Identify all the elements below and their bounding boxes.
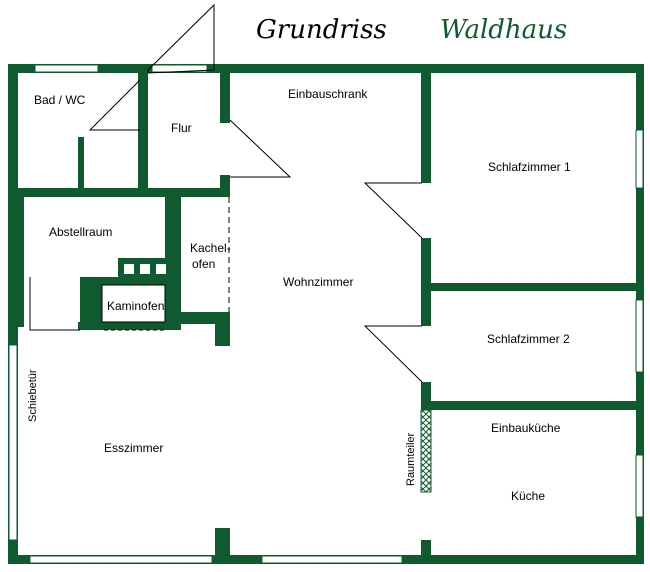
label-abstellraum: Abstellraum — [49, 225, 112, 239]
label-kachelofen-1: Kachel- — [190, 241, 231, 255]
kaminofen-stove — [101, 264, 166, 323]
door-bad-wc — [88, 79, 141, 131]
window-schlafzimmer1 — [635, 129, 644, 189]
label-wohnzimmer: Wohnzimmer — [283, 275, 353, 289]
interior-walls — [18, 73, 636, 564]
window-esszimmer — [29, 555, 213, 564]
door-abstellraum — [29, 277, 80, 331]
windows — [8, 64, 644, 564]
label-einbauschrank: Einbauschrank — [288, 87, 368, 101]
room-divider — [420, 409, 432, 493]
title-waldhaus: Waldhaus — [440, 15, 567, 45]
label-raumteiler: Raumteiler — [405, 432, 417, 486]
room-labels: Bad / WC Flur Einbauschrank Schlafzimmer… — [27, 87, 571, 503]
door-flur — [229, 119, 292, 178]
window-kueche — [635, 454, 644, 518]
window-bad — [34, 64, 99, 73]
label-bad-wc: Bad / WC — [34, 93, 86, 107]
door-schlafzimmer1 — [363, 182, 423, 239]
label-schlafzimmer1: Schlafzimmer 1 — [488, 160, 571, 174]
label-kachelofen-2: ofen — [192, 257, 215, 271]
window-wohnzimmer — [261, 555, 403, 564]
sliding-door-frame — [8, 344, 18, 541]
doors — [29, 3, 423, 383]
window-schlafzimmer2 — [635, 299, 644, 373]
label-flur: Flur — [171, 121, 192, 135]
entrance-door — [147, 3, 215, 74]
label-esszimmer: Esszimmer — [104, 441, 163, 455]
door-schlafzimmer2 — [363, 325, 423, 383]
label-einbaukueche: Einbauküche — [491, 421, 561, 435]
label-schlafzimmer2: Schlafzimmer 2 — [487, 332, 570, 346]
label-kueche: Küche — [511, 489, 545, 503]
label-kaminofen: Kaminofen — [107, 299, 164, 313]
label-schiebetuer: Schiebetür — [27, 369, 39, 422]
title-grundriss: Grundriss — [256, 15, 387, 45]
